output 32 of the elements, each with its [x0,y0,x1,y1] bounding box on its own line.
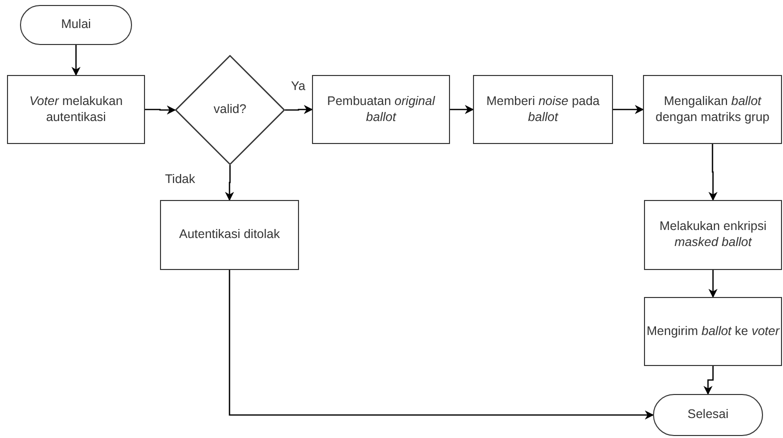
decision-diamond [175,55,285,165]
node-text: Selesai [688,407,728,423]
arrow [708,270,718,298]
node-text: valid? [214,102,246,118]
node-text: Mulai [61,17,91,33]
edge-label: Tidak [163,172,198,186]
node-text: Melakukan enkripsi masked ballot [658,219,768,251]
node-text: Voter melakukan autentikasi [28,94,124,126]
node-text: Pembuatan original ballot [326,94,436,126]
arrow [228,270,654,420]
process-box [312,75,450,144]
arrow [703,366,714,395]
node-text: Autentikasi ditolak [179,227,280,243]
process-box [473,75,613,144]
arrow [285,104,313,114]
node-text: Memberi noise pada ballot [485,94,601,126]
arrow [224,165,234,201]
arrow [613,104,644,114]
arrow [71,45,81,76]
end-terminator [653,394,763,436]
process-box [643,75,782,144]
arrow [145,105,176,115]
edge-label: Ya [289,79,308,93]
process-box [160,200,299,270]
start-terminator [20,5,132,45]
node-text: Mengirim ballot ke voter [646,324,780,340]
arrow [708,144,718,201]
process-box [644,200,782,270]
node-text: Mengalikan ballot dengan matriks grup [654,94,770,126]
process-box [644,297,782,366]
arrow [450,104,474,114]
process-box [7,75,145,144]
